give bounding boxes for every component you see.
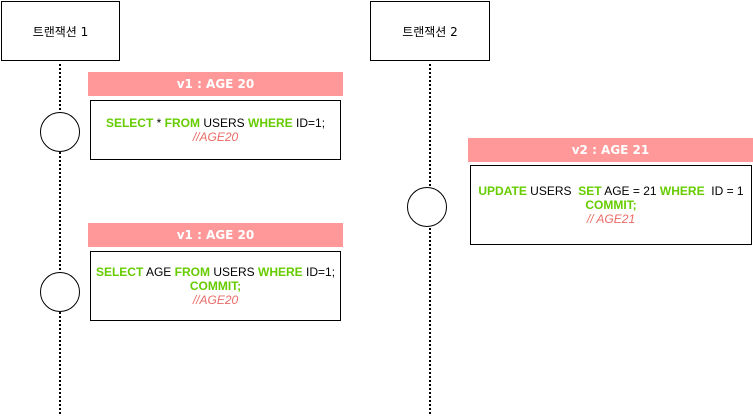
- note-1-version-banner: v1 : AGE 20: [88, 72, 343, 96]
- sql-keyword: SET: [578, 184, 602, 198]
- note-3-version-banner: v2 : AGE 21: [468, 138, 753, 162]
- note-2-version-banner: v1 : AGE 20: [88, 223, 343, 247]
- sql-comment: //AGE20: [192, 293, 239, 307]
- note-1-version-label: v1 : AGE 20: [176, 77, 255, 91]
- sql-text: *: [153, 116, 165, 130]
- sql-text: USERS: [526, 184, 579, 198]
- note-1-sql-box: SELECT * FROM USERS WHERE ID=1;//AGE20: [90, 100, 341, 160]
- sql-line: SELECT * FROM USERS WHERE ID=1;: [106, 116, 325, 130]
- note-2-sql-box: SELECT AGE FROM USERS WHERE ID=1;COMMIT;…: [90, 251, 341, 321]
- transaction-1-lifeline: [59, 64, 61, 414]
- sql-comment: //AGE20: [192, 130, 239, 144]
- sql-keyword: UPDATE: [478, 184, 527, 198]
- sql-comment: // AGE21: [586, 212, 636, 226]
- sql-keyword: SELECT: [105, 116, 154, 130]
- sql-keyword: WHERE: [258, 265, 303, 279]
- sql-line: COMMIT;: [585, 198, 636, 212]
- note-2-version-label: v1 : AGE 20: [176, 228, 255, 242]
- sql-line: SELECT AGE FROM USERS WHERE ID=1;: [96, 265, 335, 279]
- sql-keyword: FROM: [164, 116, 200, 130]
- sql-line: COMMIT;: [190, 279, 241, 293]
- sql-keyword: COMMIT;: [189, 279, 242, 293]
- sql-keyword: COMMIT;: [585, 198, 637, 212]
- sql-text: USERS: [209, 265, 258, 279]
- sql-line: UPDATE USERS SET AGE = 21 WHERE ID = 1: [478, 184, 743, 198]
- sql-text: USERS: [199, 116, 248, 130]
- sql-text: ID=1;: [302, 265, 336, 279]
- sql-text: AGE: [143, 265, 175, 279]
- transaction-2-step-1-circle: [407, 187, 447, 227]
- sql-text: AGE = 21: [601, 184, 660, 198]
- transaction-2-box: 트랜잭션 2: [370, 1, 490, 61]
- transaction-1-step-2-circle: [40, 272, 80, 312]
- transaction-1-box: 트랜잭션 1: [1, 1, 120, 61]
- transaction-1-step-1-circle: [40, 112, 80, 152]
- transaction-2-label: 트랜잭션 2: [402, 24, 458, 39]
- note-3-version-label: v2 : AGE 21: [571, 143, 650, 157]
- sql-keyword: WHERE: [659, 184, 705, 198]
- sql-keyword: WHERE: [248, 116, 293, 130]
- transaction-2-lifeline: [429, 64, 431, 414]
- sql-keyword: FROM: [174, 265, 210, 279]
- sql-keyword: SELECT: [95, 265, 144, 279]
- transaction-1-label: 트랜잭션 1: [32, 24, 89, 39]
- sql-text: ID=1;: [292, 116, 326, 130]
- sql-text: ID = 1: [704, 184, 744, 198]
